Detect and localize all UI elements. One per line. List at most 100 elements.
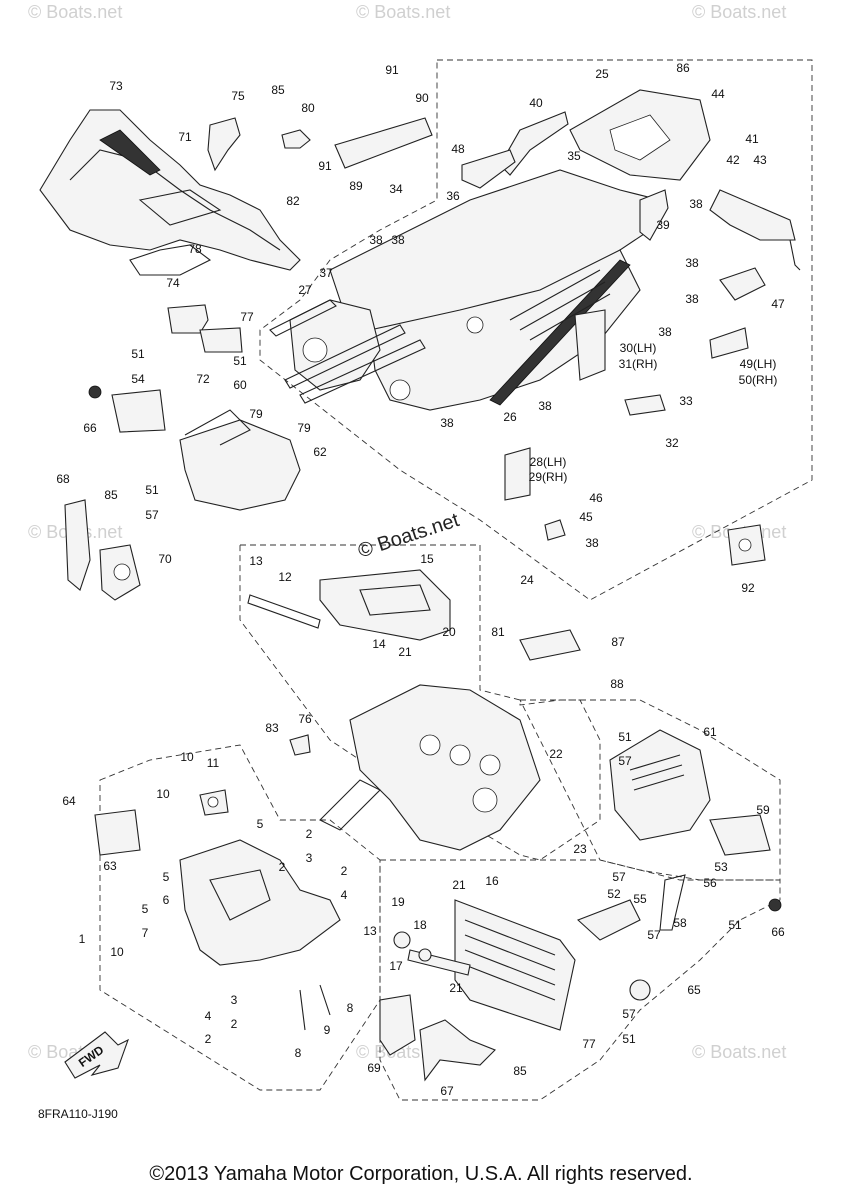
callout-72: 72 [196, 372, 210, 386]
callout-51a: 51 [131, 347, 145, 361]
callout-2d: 2 [231, 1017, 238, 1031]
right-footrest [576, 729, 782, 1001]
callout-87: 87 [611, 635, 625, 649]
callout-68: 68 [56, 472, 70, 486]
watermark-bottom-right: © Boats.net [692, 1042, 786, 1062]
callout-83: 83 [265, 721, 279, 735]
callout-17: 17 [389, 959, 403, 973]
callout-27: 27 [298, 283, 312, 297]
callout-77b: 77 [582, 1037, 596, 1051]
bracket-33 [624, 394, 666, 416]
callout-5b: 5 [163, 870, 170, 884]
callout-15: 15 [420, 552, 434, 566]
callout-82: 82 [286, 194, 300, 208]
guard-68 [64, 499, 91, 591]
watermark-top-left: © Boats.net [28, 2, 122, 22]
callout-66a: 66 [83, 421, 97, 435]
frame-arm [319, 779, 381, 831]
callout-25: 25 [595, 67, 609, 81]
tunnel-side-plate [369, 249, 641, 411]
callout-38a: 38 [369, 233, 383, 247]
callout-38h: 38 [440, 416, 454, 430]
callout-44: 44 [711, 87, 725, 101]
tube-41-bend [789, 239, 801, 271]
callout-67: 67 [440, 1084, 454, 1098]
plate-55 [576, 899, 641, 941]
tunnel-hole-1 [302, 337, 328, 363]
callout-46: 46 [589, 491, 603, 505]
fwd-arrow: FWD [64, 1031, 129, 1079]
callout-90: 90 [415, 91, 429, 105]
callout-88: 88 [610, 677, 624, 691]
front-cowl-shell [39, 109, 301, 271]
callout-65: 65 [687, 983, 701, 997]
frame-hole-3 [479, 754, 501, 776]
callout-51f: 51 [622, 1032, 636, 1046]
main-frame [349, 684, 541, 851]
callout-55: 55 [633, 892, 647, 906]
callout-80: 80 [301, 101, 315, 115]
callout-61: 61 [703, 725, 717, 739]
bracket-76 [289, 734, 311, 756]
bracket-92-hole [738, 538, 752, 552]
callout-12: 12 [278, 570, 292, 584]
upper-frame-outline [259, 59, 813, 601]
callout-38e: 38 [685, 292, 699, 306]
callout-81: 81 [491, 625, 505, 639]
pad-72 [199, 327, 243, 353]
callout-26: 26 [503, 410, 517, 424]
callout-13b: 13 [363, 924, 377, 938]
callout-79a: 79 [249, 407, 263, 421]
callout-39: 39 [656, 218, 670, 232]
callout-20: 20 [442, 625, 456, 639]
front-cowl-vent [138, 189, 222, 226]
callout-14: 14 [372, 637, 386, 651]
bracket-45 [544, 519, 566, 541]
bolt-8 [299, 989, 306, 1031]
middle-section [247, 569, 581, 851]
rail-79b [299, 339, 426, 404]
footrest-61 [609, 729, 711, 841]
callout-8b: 8 [295, 1046, 302, 1060]
callout-37: 37 [319, 266, 333, 280]
callout-4b: 4 [205, 1009, 212, 1023]
strut-56 [659, 874, 686, 931]
callout-78: 78 [188, 242, 202, 256]
callout-70: 70 [158, 552, 172, 566]
radiator-16 [454, 899, 576, 1031]
callout-33: 33 [679, 394, 693, 408]
plate-15 [319, 569, 451, 641]
upper-left-brackets [167, 117, 311, 353]
callout-57e: 57 [622, 1007, 636, 1021]
bar-12 [247, 594, 321, 629]
callout-21c: 21 [449, 981, 463, 995]
callout-2a: 2 [306, 827, 313, 841]
footrest-handle [184, 409, 251, 446]
rear-plate-cutout [609, 114, 671, 161]
callout-53: 53 [714, 860, 728, 874]
tunnel-hole-2 [389, 379, 411, 401]
rail-26 [489, 259, 631, 406]
callout-50: 50(RH) [739, 373, 778, 387]
plate-87 [519, 629, 581, 661]
footrest-61-grill [629, 754, 685, 791]
bracket-54 [111, 389, 166, 433]
callout-63: 63 [103, 859, 117, 873]
bushing-19 [393, 931, 411, 949]
callout-77a: 77 [240, 310, 254, 324]
watermark-top-center: © Boats.net [356, 2, 450, 22]
callout-3b: 3 [231, 993, 238, 1007]
front-lower-frame [94, 789, 341, 1031]
bracket-75 [207, 117, 241, 172]
callout-29: 29(RH) [529, 470, 568, 484]
callout-8a: 8 [347, 1001, 354, 1015]
rail-79a [284, 324, 406, 389]
callout-79b: 79 [297, 421, 311, 435]
callout-9: 9 [324, 1023, 331, 1037]
watermark-top-right: © Boats.net [692, 2, 786, 22]
callout-86: 86 [676, 61, 690, 75]
callout-13a: 13 [249, 554, 263, 568]
rail-27 [269, 299, 337, 337]
cover-69 [379, 994, 416, 1056]
